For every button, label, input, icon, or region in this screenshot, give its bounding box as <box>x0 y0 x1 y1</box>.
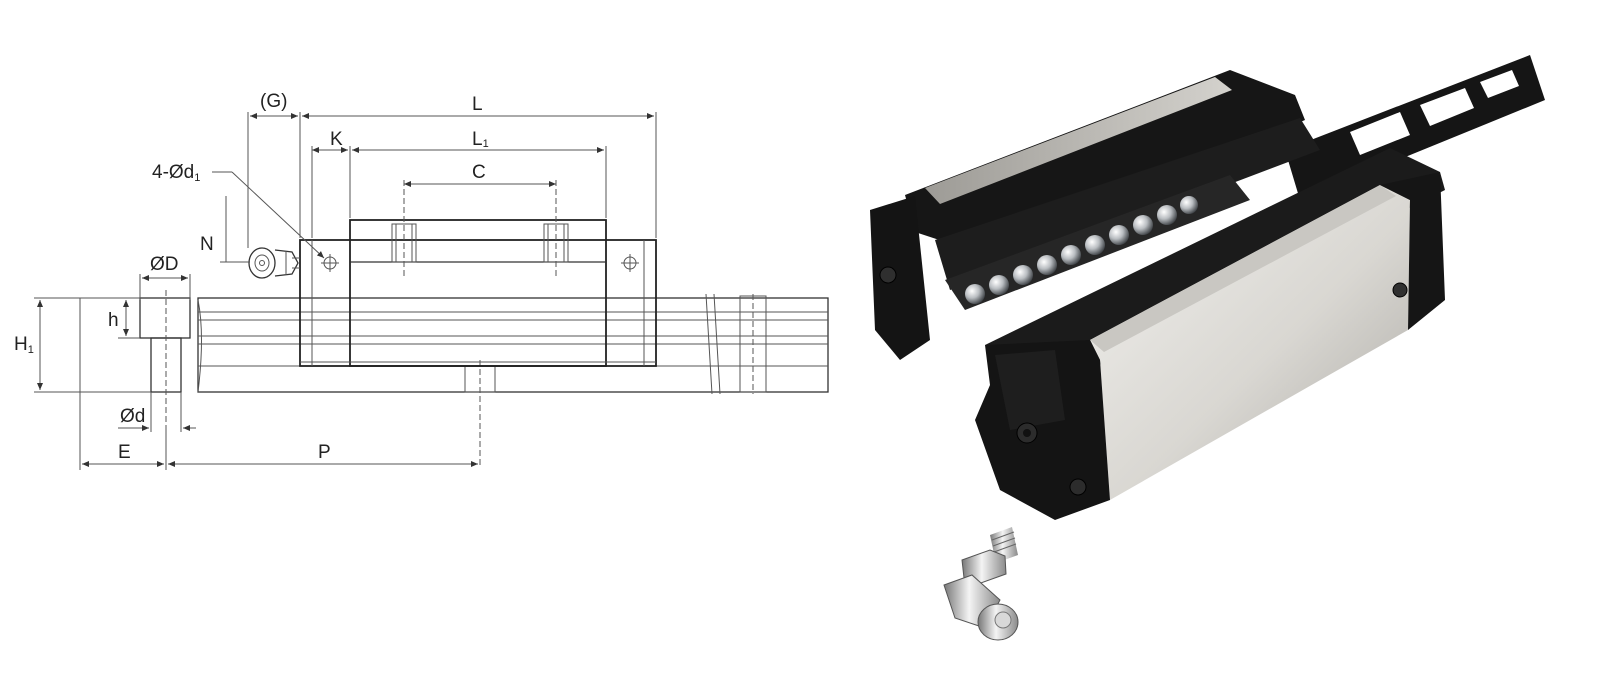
grease-nipple <box>248 247 300 279</box>
dim-l1-label: L1 <box>472 129 489 150</box>
rail-section <box>139 290 191 430</box>
back-block <box>905 70 1320 290</box>
dim-e-label: E <box>118 442 131 463</box>
dim-n-label: N <box>200 234 214 255</box>
dim-od-small-label: Ød <box>120 406 145 427</box>
dim-h1-label: H1 <box>14 334 34 356</box>
dim-k-label: K <box>330 129 343 150</box>
hole-spec-label: 4-Ød1 <box>152 162 200 184</box>
dim-c-label: C <box>472 162 486 183</box>
dim-h-label: h <box>108 310 119 331</box>
technical-drawing: (G) L K L1 C 4-Ød1 N ØD <box>14 91 829 470</box>
grease-nipple-photo <box>943 527 1019 641</box>
dim-p-label: P <box>318 442 331 463</box>
dimensions: (G) L K L1 C 4-Ød1 N ØD <box>14 91 657 470</box>
carriage-block <box>248 180 657 367</box>
dim-od-big-label: ØD <box>150 254 179 275</box>
front-block <box>975 148 1445 520</box>
dim-l-label: L <box>472 94 483 115</box>
rail <box>197 293 829 468</box>
back-end-cap <box>870 196 930 360</box>
ball-raceway <box>945 175 1250 310</box>
retainer-strip <box>1285 55 1545 200</box>
dim-g-label: (G) <box>260 91 287 112</box>
